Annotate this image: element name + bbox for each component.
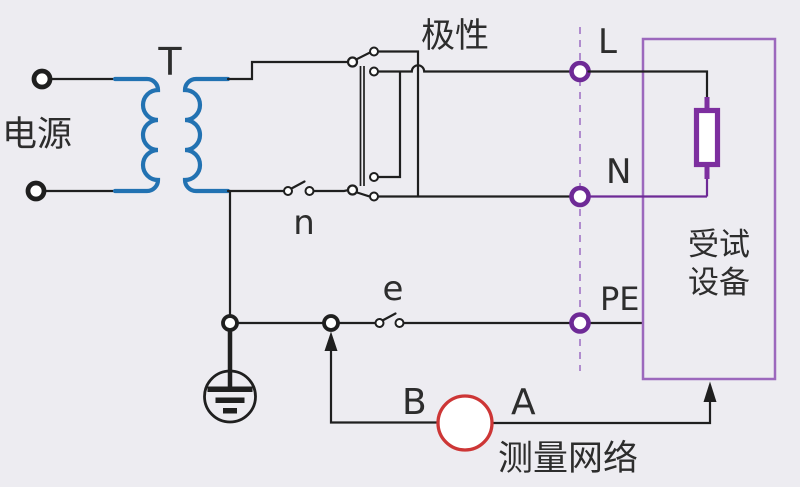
measurement-network: B A 测量网络 xyxy=(324,331,717,479)
crossover-wire-to-neutral xyxy=(377,50,420,198)
power-terminal-bottom xyxy=(25,180,47,202)
transformer: T xyxy=(112,40,231,194)
terminal-N xyxy=(569,185,591,208)
polarity-pole-bottom xyxy=(346,184,359,196)
polarity-contact-top-lower xyxy=(369,66,379,77)
arrow-up-to-eut xyxy=(703,381,717,402)
terminal-N-label: N xyxy=(606,152,631,192)
point-B-label: B xyxy=(402,382,427,423)
point-A-label: A xyxy=(511,382,536,423)
terminal-strip: L N PE xyxy=(569,22,640,371)
eut: 受试 设备 xyxy=(587,37,777,381)
eut-label-line2: 设备 xyxy=(688,265,750,301)
ground-circle xyxy=(203,369,257,424)
switch-e-contact-right xyxy=(394,318,405,328)
switch-e-contact-left xyxy=(374,318,385,328)
polarity-switch: 极性 xyxy=(346,16,573,202)
terminal-PE xyxy=(569,312,591,334)
e-node xyxy=(322,314,340,332)
secondary-wiring xyxy=(226,60,350,318)
polarity-contact-top-upper xyxy=(369,46,379,57)
resistor xyxy=(693,107,721,168)
pe-row: e xyxy=(221,269,645,332)
polarity-contact-bottom-lower xyxy=(369,191,379,202)
polarity-blade-top xyxy=(354,51,372,61)
switch-e-label: e xyxy=(383,269,404,309)
ground-symbol xyxy=(203,330,257,424)
wire-L-into-box xyxy=(587,70,709,99)
measurement-network-label: 测量网络 xyxy=(498,439,638,479)
polarity-blade-bottom xyxy=(354,190,371,198)
terminal-L xyxy=(569,60,591,83)
switch-n-blade xyxy=(290,180,306,190)
terminal-PE-label: PE xyxy=(600,280,640,318)
ground-bar-mid xyxy=(215,397,245,403)
polarity-contact-bottom-upper xyxy=(369,172,379,182)
wire-A-side xyxy=(490,400,712,425)
polarity-label: 极性 xyxy=(421,16,489,56)
polarity-pole-top xyxy=(346,56,359,68)
wire-secondary-top xyxy=(226,60,350,81)
switch-n-contact-right xyxy=(304,186,315,196)
switch-n: n xyxy=(283,180,350,243)
crossover-wire-to-line xyxy=(377,71,402,179)
switch-n-contact-left xyxy=(283,186,293,196)
line-wire-with-hop xyxy=(377,64,573,73)
eut-box xyxy=(641,37,777,381)
eut-label-line1: 受试 xyxy=(688,227,750,263)
ground-bar-short xyxy=(223,408,237,414)
wire-n-to-pole xyxy=(312,189,350,193)
transformer-label: T xyxy=(157,40,182,84)
power-source: 电源 xyxy=(2,68,117,202)
wire-B-side xyxy=(329,348,439,424)
transformer-primary-winding xyxy=(112,76,161,194)
arrow-up-to-e-node xyxy=(324,331,338,351)
transformer-secondary-winding xyxy=(182,76,231,194)
switch-n-label: n xyxy=(293,203,315,243)
ground-bar-long xyxy=(207,386,253,392)
terminal-L-label: L xyxy=(598,22,617,62)
measurement-network-circle xyxy=(436,394,494,452)
switch-e-blade xyxy=(381,312,397,322)
power-terminal-top xyxy=(31,68,53,90)
ground-node xyxy=(221,314,239,332)
power-source-label: 电源 xyxy=(2,115,72,155)
